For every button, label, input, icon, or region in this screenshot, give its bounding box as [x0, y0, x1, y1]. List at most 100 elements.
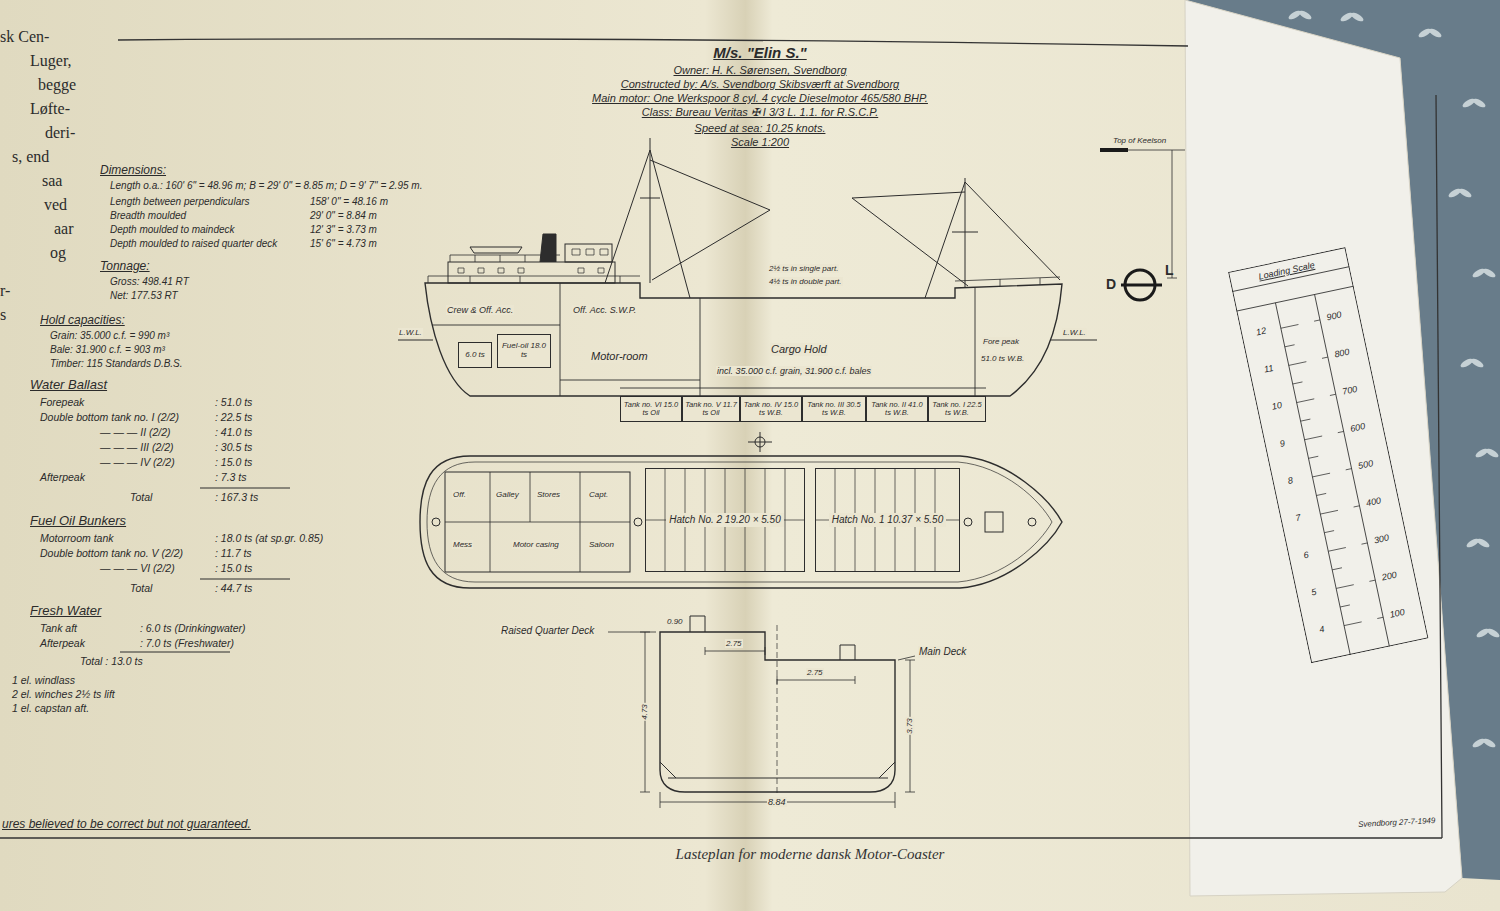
cloth-leaf: [1428, 27, 1443, 39]
page-text: Luger,: [30, 52, 72, 70]
drawing-label: Net: 177.53 RT: [110, 290, 178, 302]
cloth-leaf: [1298, 9, 1313, 21]
cloth-leaf: [1482, 737, 1497, 749]
cloth-leaf: [1339, 11, 1354, 23]
cloth-leaf: [1475, 627, 1490, 639]
load-line-bar: [1121, 284, 1162, 287]
section-details: [660, 616, 895, 778]
drawing-label: Cargo Hold: [770, 343, 828, 356]
drawing-label: 51.0 ts W.B.: [980, 354, 1025, 363]
drawing-label: Motor casing: [512, 540, 560, 549]
drawing-label: Length o.a.: 160' 6" = 48.96 m; B = 29' …: [110, 180, 422, 192]
drawing-label: Gross: 498.41 RT: [110, 276, 189, 288]
page-text: deri-: [45, 124, 75, 142]
drawing-label: Grain: 35.000 c.f. = 990 m³: [50, 330, 169, 342]
drawing-label: Fresh Water: [30, 604, 101, 619]
drawing-label: 0.90: [666, 617, 684, 626]
cloth-leaf: [1474, 447, 1489, 459]
page-text: ved: [44, 196, 67, 214]
page-text: saa: [42, 172, 62, 190]
drawing-label: Forepeak: [40, 396, 84, 408]
figure-caption: Lasteplan for moderne dansk Motor-Coaste…: [676, 846, 945, 863]
drawing-label: Scale 1:200: [731, 136, 789, 149]
scale-frame: [1229, 248, 1428, 663]
scale-label: 400: [1364, 495, 1383, 509]
tank-compartment: Tank no. I 22.5 ts W.B.: [928, 396, 986, 422]
deck-plan-outline: [420, 456, 1062, 588]
scale-label: 6: [1302, 549, 1311, 561]
drawing-label: Fuel Oil Bunkers: [30, 514, 126, 529]
drawing-label: D: [1106, 276, 1116, 292]
drawing-label: Tonnage:: [100, 260, 150, 274]
cloth-leaf: [1459, 357, 1474, 369]
scale-label: 5: [1309, 587, 1318, 599]
aft-mast-rigging: [605, 138, 770, 298]
drawing-label: Total : 13.0 ts: [80, 655, 143, 667]
funnel: [540, 234, 556, 262]
hatch-label: Hatch No. 2 19.20 × 5.50: [666, 513, 783, 526]
fore-mast-rigging: [852, 178, 1060, 298]
drawing-label: Water Ballast: [30, 378, 107, 393]
cloth-leaf: [1287, 9, 1302, 21]
cloth-leaf: [1417, 27, 1432, 39]
cloth-leaf: [1472, 97, 1487, 109]
tank-compartment: 6.0 ts: [458, 342, 492, 368]
drawing-label: Off.: [452, 490, 467, 499]
capstan: [1028, 518, 1036, 526]
drawing-label: Class: Bureau Veritas ✠ I 3/3 L. 1.1. fo…: [642, 106, 878, 119]
tank-label: Fuel-oil 18.0 ts: [500, 342, 548, 360]
centre-mark: [755, 437, 765, 447]
drawing-label: 2 el. winches 2½ ts lift: [12, 688, 115, 700]
scale-label: 200: [1380, 569, 1399, 583]
drawing-label: : 167.3 ts: [215, 491, 258, 503]
drawing-label: L: [1165, 262, 1174, 278]
drawing-label: Top of Keelson: [1112, 136, 1167, 145]
drawing-label: Saloon: [588, 540, 615, 549]
drawing-label: : 11.7 ts: [215, 547, 252, 559]
drawing-label: Main motor: One Werkspoor 8 cyl. 4 cycle…: [592, 92, 928, 105]
lifeboat: [470, 247, 522, 253]
cloth-leaf: [1476, 537, 1491, 549]
drawing-label: Raised Quarter Deck: [500, 625, 595, 637]
drawing-label: : 41.0 ts: [215, 426, 252, 438]
mast-plan: [964, 518, 972, 526]
hatch-beams: [645, 468, 960, 572]
hull-profile: [425, 283, 1062, 396]
tank-compartment: Tank no. III 30.5 ts W.B.: [802, 396, 866, 422]
drawing-label: Timber: 115 Standards D.B.S.: [50, 358, 183, 370]
drawing-label: — — — VI (2/2): [100, 562, 175, 574]
cloth-leaf: [1458, 187, 1473, 199]
page-text: s: [0, 306, 6, 324]
drawing-label: Fore peak: [982, 337, 1020, 346]
tank-compartment: Tank no. IV 15.0 ts W.B.: [740, 396, 802, 422]
scale-label: 800: [1332, 346, 1351, 360]
cloth-leaf: [1485, 447, 1500, 459]
drawing-label: Crew & Off. Acc.: [446, 305, 514, 315]
drawing-label: Breadth moulded: [110, 210, 186, 222]
loading-scale-table: Loading Scale121110987654900800700600500…: [1228, 247, 1429, 663]
scale-label: 12: [1254, 325, 1268, 338]
cloth-leaf: [1486, 627, 1500, 639]
cloth-leaf: [1465, 537, 1480, 549]
drawing-label: : 18.0 ts (at sp.gr. 0.85): [215, 532, 323, 544]
deckhouse: [448, 262, 615, 283]
drawing-label: incl. 35.000 c.f. grain, 31.900 c.f. bal…: [716, 366, 872, 376]
drawing-label: Depth moulded to raised quarter deck: [110, 238, 277, 250]
drawing-label: L.W.L.: [398, 328, 423, 337]
scale-label: 11: [1262, 363, 1275, 375]
drawing-label: Motorroom tank: [40, 532, 114, 544]
scale-label: 500: [1356, 458, 1375, 472]
drawing-label: : 51.0 ts: [215, 396, 252, 408]
cloth-leaf: [1470, 357, 1485, 369]
drawing-label: — — — IV (2/2): [100, 456, 175, 468]
drawing-label: Capt.: [588, 490, 609, 499]
drawing-title: M/s. "Elin S.": [713, 44, 806, 61]
cloth-leaf: [1471, 737, 1486, 749]
scale-label: 300: [1372, 532, 1391, 546]
page-text: r-: [0, 282, 10, 300]
drawing-label: Galley: [495, 490, 520, 499]
drawing-label: Svendborg 27-7-1949: [1358, 816, 1436, 829]
drawing-label: Total: [130, 582, 152, 594]
drawing-label: : 44.7 ts: [215, 582, 252, 594]
